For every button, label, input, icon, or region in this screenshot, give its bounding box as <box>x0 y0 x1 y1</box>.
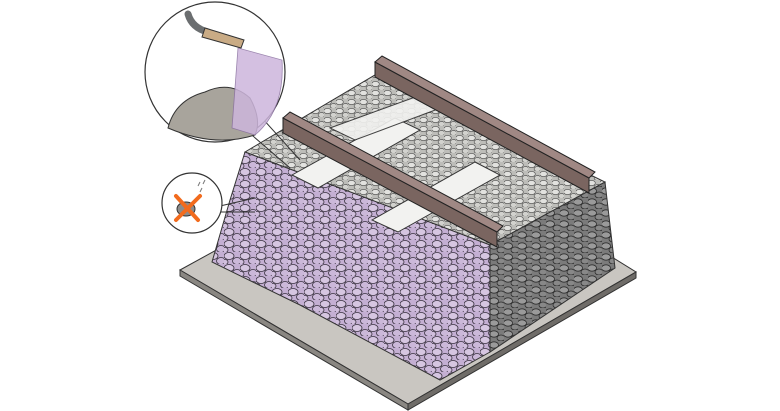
spray-icon <box>231 47 283 136</box>
no-loss-callout <box>161 172 256 234</box>
cross-mark-icon <box>174 194 202 222</box>
rail-front <box>282 111 504 248</box>
dust-icon <box>197 179 206 193</box>
rail-back <box>374 55 596 194</box>
spray-callout <box>144 1 301 169</box>
rails <box>282 55 596 248</box>
nozzle-icon <box>201 27 245 49</box>
ballast-bed <box>211 71 616 381</box>
ballast-side-treated <box>211 151 491 381</box>
